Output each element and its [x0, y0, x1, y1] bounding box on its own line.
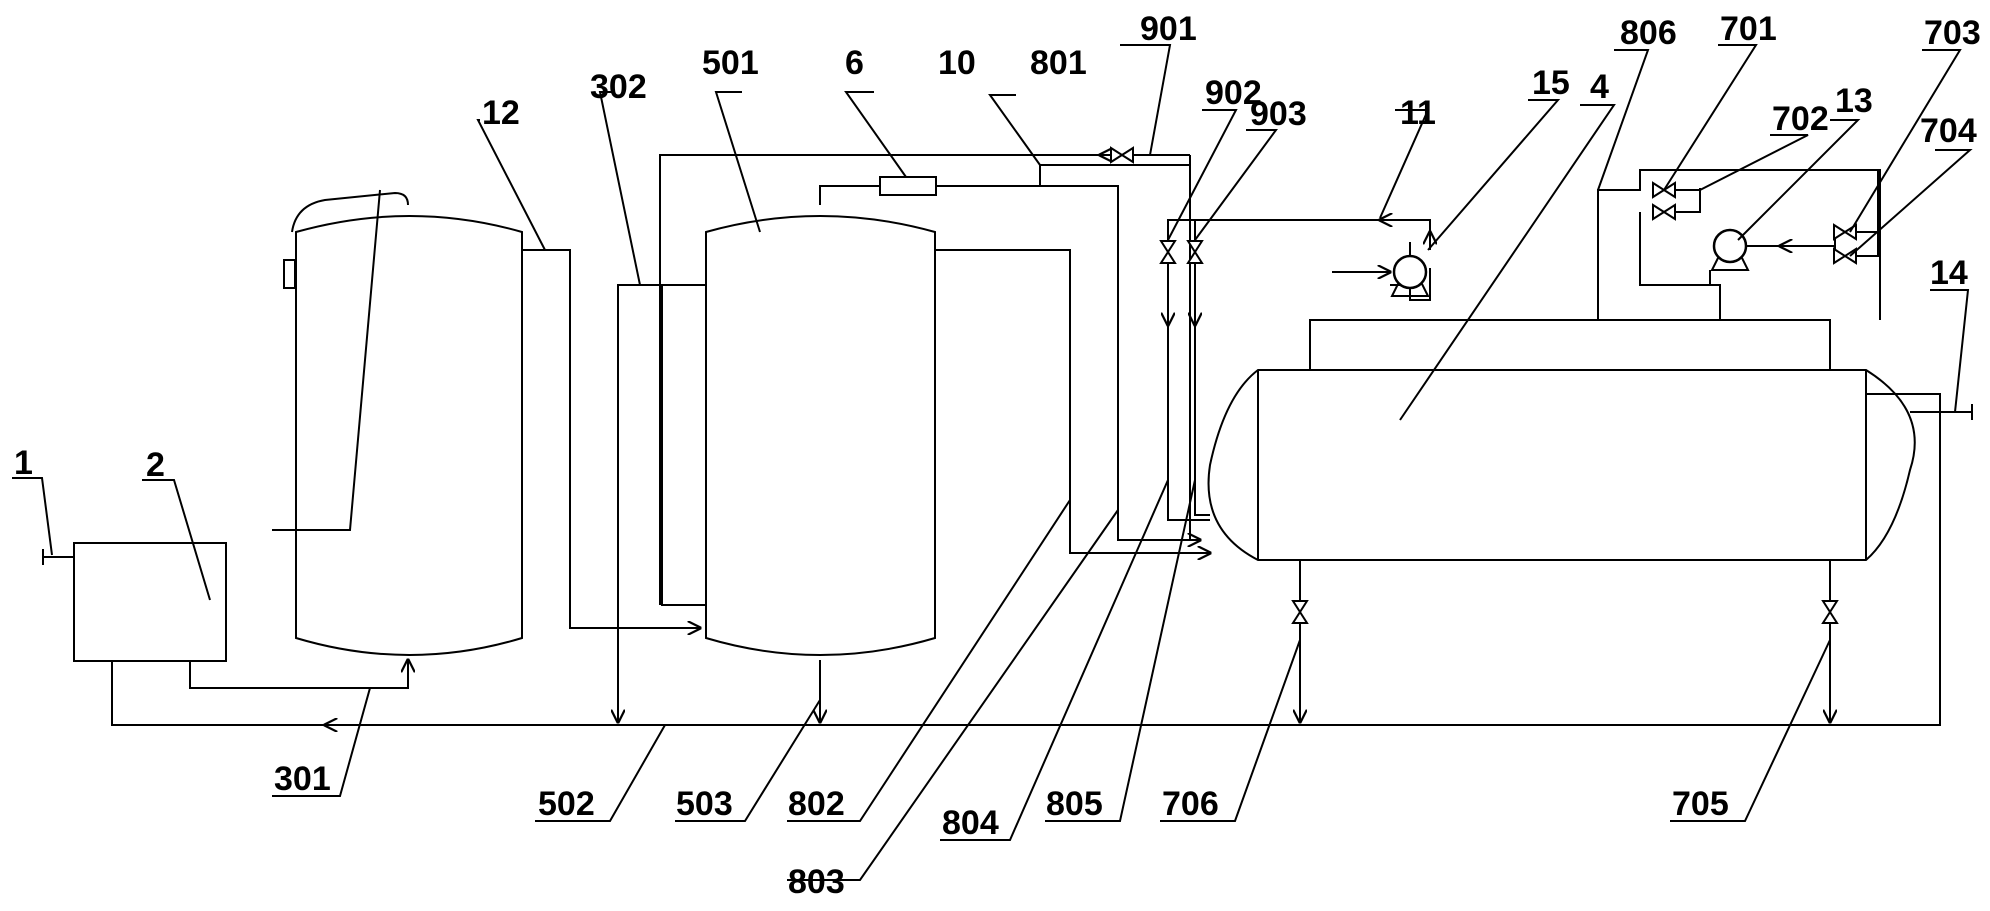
label-502: 502	[538, 785, 595, 823]
valve-704	[1833, 248, 1857, 264]
labels: 1 2 12 302 501 6 10 801 901 902 903 11 1…	[14, 10, 1981, 901]
label-801: 801	[1030, 44, 1087, 82]
label-11: 11	[1400, 94, 1436, 132]
label-802: 802	[788, 785, 845, 823]
label-806: 806	[1620, 14, 1677, 52]
label-702: 702	[1772, 100, 1829, 138]
unit-2-box	[73, 542, 227, 662]
label-301: 301	[274, 760, 331, 798]
valve-701b	[1652, 204, 1676, 220]
label-901: 901	[1140, 10, 1197, 48]
label-803: 803	[788, 863, 845, 901]
label-6: 6	[845, 44, 864, 82]
label-706: 706	[1162, 785, 1219, 823]
label-804: 804	[942, 804, 999, 842]
tank-6	[705, 215, 936, 656]
valve-902	[1160, 240, 1176, 264]
pump-15	[1390, 242, 1430, 297]
label-2: 2	[146, 446, 165, 484]
label-501: 501	[702, 44, 759, 82]
leader-lines	[12, 44, 1973, 881]
label-12: 12	[482, 94, 520, 132]
valve-705	[1822, 600, 1838, 624]
label-503: 503	[676, 785, 733, 823]
label-704: 704	[1920, 112, 1977, 150]
label-805: 805	[1046, 785, 1103, 823]
tank-12	[283, 191, 523, 656]
label-902: 902	[1205, 74, 1262, 112]
inlet-1-nozzle	[42, 549, 74, 565]
valve-901	[1110, 147, 1134, 163]
pump-13	[1710, 228, 1750, 271]
label-302: 302	[590, 68, 647, 106]
piping	[111, 155, 1973, 725]
vessel-4	[1207, 369, 1916, 561]
label-705: 705	[1672, 785, 1729, 823]
label-15: 15	[1532, 64, 1570, 102]
label-14: 14	[1930, 254, 1968, 292]
label-4: 4	[1590, 68, 1609, 106]
label-10: 10	[938, 44, 976, 82]
valve-706	[1292, 600, 1308, 624]
label-701: 701	[1720, 10, 1777, 48]
label-703: 703	[1924, 14, 1981, 52]
label-1: 1	[14, 444, 33, 482]
label-13: 13	[1835, 82, 1873, 120]
filter-10	[879, 176, 937, 196]
label-903: 903	[1250, 95, 1307, 133]
